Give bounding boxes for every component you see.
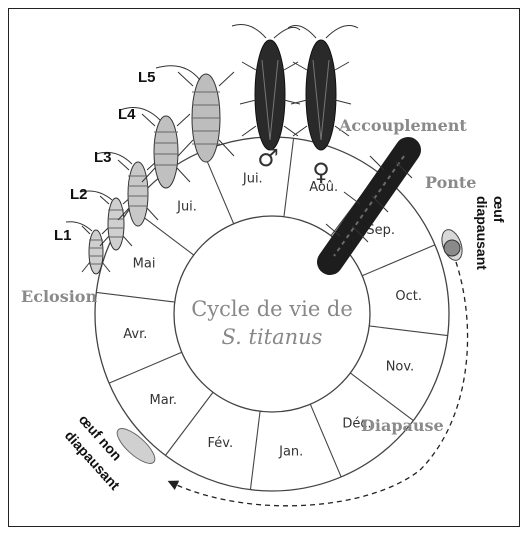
month-label: Mar. <box>150 393 177 408</box>
stage-label-l1: L1 <box>54 227 72 244</box>
month-label: Mai <box>133 256 156 271</box>
month-label: Fév. <box>208 436 234 451</box>
diapausing-egg-label-line1: œuf <box>491 196 507 223</box>
month-label: Jui. <box>176 199 197 214</box>
month-label: Jui. <box>242 171 263 186</box>
stage-label-l3: L3 <box>94 149 112 166</box>
stage-label-l5: L5 <box>138 69 156 86</box>
event-ponte: Ponte <box>425 173 476 192</box>
month-label: Jan. <box>278 445 303 460</box>
center-species: S. titanus <box>222 325 323 349</box>
center-title: Cycle de vie de <box>191 297 353 321</box>
event-eclosion: Eclosion <box>21 287 97 306</box>
event-diapause: Diapause <box>361 416 444 435</box>
stage-label-l2: L2 <box>70 186 88 203</box>
diapausing-egg <box>438 227 466 263</box>
event-accouplement: Accouplement <box>338 116 467 135</box>
stop-sign-icon <box>444 240 460 256</box>
month-label: Nov. <box>386 360 415 375</box>
month-label: Avr. <box>123 327 147 342</box>
month-label: Oct. <box>395 289 422 304</box>
male-symbol: ♂ <box>257 144 279 172</box>
diapausing-egg-label-line2: diapausant <box>474 196 490 270</box>
adult-male-illustration <box>232 25 300 151</box>
stage-label-l4: L4 <box>118 106 136 123</box>
female-symbol: ♀ <box>312 158 330 186</box>
